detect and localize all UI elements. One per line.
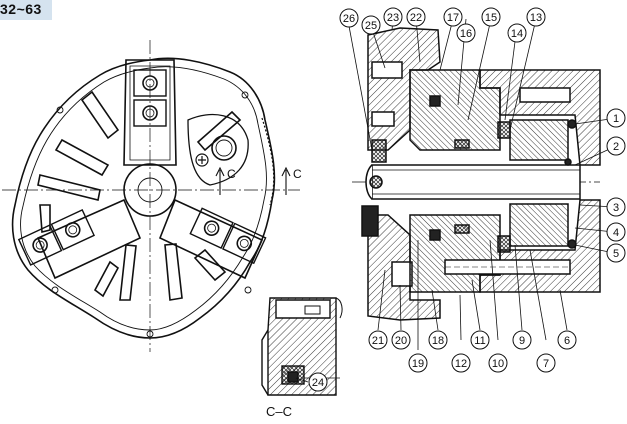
callout-label-11: 11 [474, 335, 485, 347]
callout-c1 [606, 108, 626, 128]
callout-c19 [408, 353, 428, 373]
seal-lower-1 [497, 235, 511, 253]
callout-c16 [456, 23, 476, 43]
callout-label-10: 10 [492, 358, 504, 370]
cover-bolt-upper [371, 61, 403, 79]
jaw-block-top-2 [133, 99, 167, 127]
callout-label-24: 24 [312, 377, 324, 389]
jaw-blocks-left [17, 209, 96, 266]
callout-label-5: 5 [613, 248, 619, 260]
callout-label-15: 15 [485, 12, 497, 24]
jaw-screw-top-2 [142, 105, 158, 121]
callout-c5 [606, 243, 626, 263]
callout-c13 [526, 7, 546, 27]
callout-c15 [481, 7, 501, 27]
callout-c18 [428, 330, 448, 350]
callout-c24 [308, 372, 328, 392]
callout-label-1: 1 [613, 113, 619, 125]
grease-nipple-icon [195, 153, 209, 167]
piston-upper [509, 119, 569, 161]
callout-c10 [488, 353, 508, 373]
callout-label-6: 6 [564, 335, 570, 347]
callout-label-19: 19 [412, 358, 424, 370]
callout-c12 [451, 353, 471, 373]
section-view-label: C–C [266, 404, 293, 419]
rib-2 [54, 138, 110, 177]
callout-c20 [391, 330, 411, 350]
callout-c4 [606, 222, 626, 242]
callout-label-2: 2 [613, 141, 619, 153]
callout-label-18: 18 [432, 335, 444, 347]
housing-outline [11, 57, 276, 339]
rib-3 [37, 174, 101, 201]
rib-8 [93, 260, 120, 298]
callout-labels: 26 25 23 22 17 16 15 14 13 1 2 3 4 5 6 7… [312, 12, 619, 389]
leader-lines [295, 18, 617, 383]
jaw-block-top-1 [133, 69, 167, 97]
hub-bore [137, 177, 163, 203]
section-view-cc [261, 297, 343, 396]
lube-port-ring [211, 135, 237, 161]
jaw-slot-left [36, 198, 142, 280]
callout-c21 [368, 330, 388, 350]
lube-port-pad [187, 113, 249, 186]
callout-label-14: 14 [511, 28, 523, 40]
section-arrow-label-2: C [293, 167, 302, 181]
front-view [2, 40, 300, 352]
rib-5 [193, 248, 227, 282]
callout-label-22: 22 [410, 12, 422, 24]
callout-c17 [443, 7, 463, 27]
callout-c2 [606, 136, 626, 156]
jaw-slot-top [123, 59, 177, 166]
callout-label-12: 12 [455, 358, 467, 370]
rib-4 [39, 204, 51, 234]
shaft-nose [365, 164, 373, 200]
callout-label-17: 17 [447, 12, 459, 24]
shaft [371, 164, 581, 200]
callout-label-9: 9 [519, 335, 525, 347]
callout-c25 [361, 15, 381, 35]
callout-label-16: 16 [460, 28, 472, 40]
callout-c14 [507, 23, 527, 43]
section-arrow-label-1: C [227, 167, 236, 181]
callout-label-7: 7 [543, 358, 549, 370]
side-section-view [352, 27, 601, 321]
callout-c9 [512, 330, 532, 350]
rib-7 [119, 244, 137, 301]
callout-c3 [606, 197, 626, 217]
piston-lower [509, 203, 569, 247]
jaw-slot-top-inner [129, 65, 171, 161]
callout-c11 [470, 330, 490, 350]
callout-label-13: 13 [530, 12, 542, 24]
seal-ring-front [361, 205, 379, 237]
callout-label-23: 23 [387, 12, 399, 24]
callout-label-21: 21 [372, 335, 384, 347]
jaw-screw-top-1 [142, 75, 158, 91]
callout-c22 [406, 7, 426, 27]
callout-c7 [536, 353, 556, 373]
housing-inner-rim [20, 66, 267, 331]
rib-9 [196, 110, 242, 152]
callout-c6 [557, 330, 577, 350]
rib-1 [80, 90, 120, 140]
callout-label-25: 25 [365, 20, 377, 32]
header-badge [0, 0, 52, 20]
callout-label-20: 20 [395, 335, 407, 347]
callout-c26 [339, 8, 359, 28]
callout-label-26: 26 [343, 13, 355, 25]
callout-circles [308, 7, 626, 392]
hub-circle [123, 163, 177, 217]
callout-label-3: 3 [613, 202, 619, 214]
housing-knurl-edge [261, 117, 275, 206]
model-range-label: 32~63 [0, 1, 42, 17]
jaw-blocks-right [189, 207, 267, 265]
callout-c23 [383, 7, 403, 27]
seal-upper-1 [497, 121, 511, 139]
rib-6 [164, 243, 183, 301]
callout-label-4: 4 [613, 227, 619, 239]
